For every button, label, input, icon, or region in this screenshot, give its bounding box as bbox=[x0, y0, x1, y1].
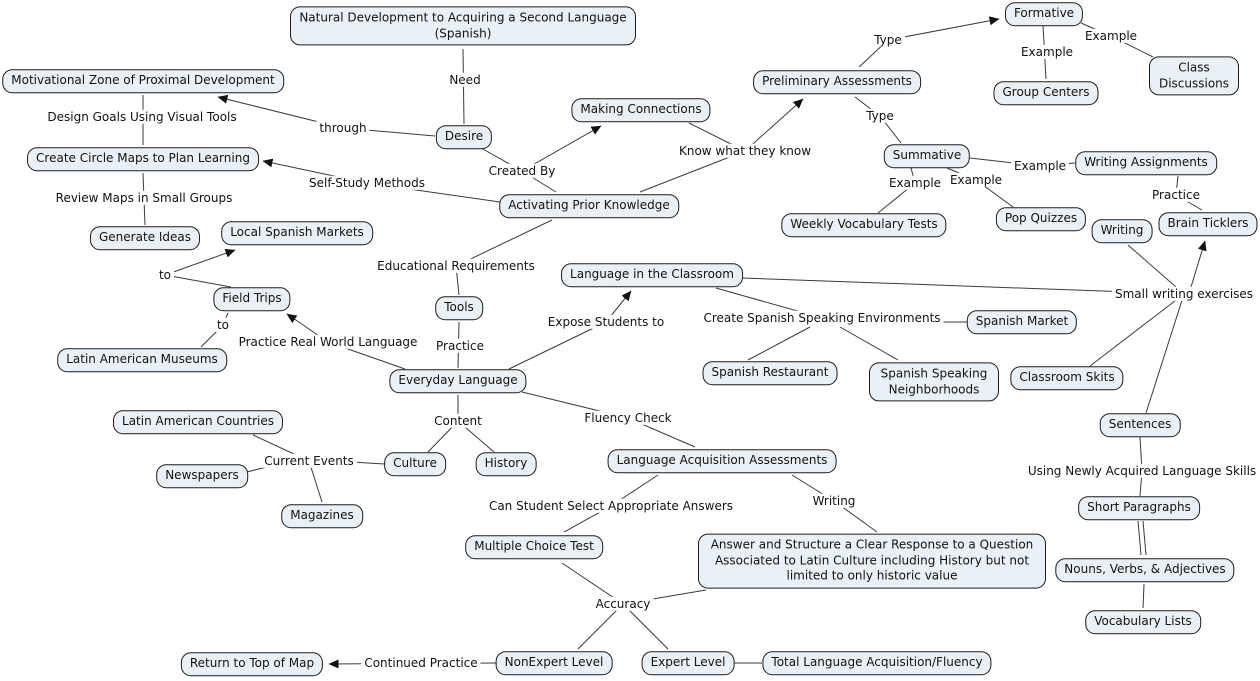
linking-phrase-created-by[interactable]: Created By bbox=[485, 163, 559, 179]
linking-phrase-content[interactable]: Content bbox=[431, 413, 485, 429]
linking-phrase-example-3[interactable]: Example bbox=[885, 175, 945, 191]
node-history[interactable]: History bbox=[475, 452, 537, 476]
node-formative[interactable]: Formative bbox=[1004, 2, 1084, 26]
node-return-to-top[interactable]: Return to Top of Map bbox=[180, 652, 324, 676]
linking-phrase-educational-requirements[interactable]: Educational Requirements bbox=[374, 258, 538, 274]
node-pop-quizzes[interactable]: Pop Quizzes bbox=[995, 207, 1087, 231]
node-spanish-speaking-neighborhoods[interactable]: Spanish Speaking Neighborhoods bbox=[869, 362, 999, 402]
linking-phrase-through[interactable]: through bbox=[316, 120, 370, 136]
node-culture[interactable]: Culture bbox=[384, 452, 446, 476]
node-summative[interactable]: Summative bbox=[883, 144, 971, 168]
node-latin-american-museums[interactable]: Latin American Museums bbox=[57, 348, 227, 372]
node-making-connections[interactable]: Making Connections bbox=[571, 98, 711, 122]
node-weekly-vocabulary-tests[interactable]: Weekly Vocabulary Tests bbox=[781, 213, 947, 237]
node-writing[interactable]: Writing bbox=[1091, 219, 1153, 243]
node-magazines[interactable]: Magazines bbox=[281, 504, 363, 528]
node-group-centers[interactable]: Group Centers bbox=[993, 81, 1099, 105]
node-activating-prior-knowledge[interactable]: Activating Prior Knowledge bbox=[499, 194, 679, 218]
node-field-trips[interactable]: Field Trips bbox=[213, 287, 291, 311]
linking-phrase-self-study[interactable]: Self-Study Methods bbox=[306, 175, 428, 191]
node-spanish-restaurant[interactable]: Spanish Restaurant bbox=[702, 361, 838, 385]
node-total-language-acquisition[interactable]: Total Language Acquisition/Fluency bbox=[762, 651, 992, 675]
node-short-paragraphs[interactable]: Short Paragraphs bbox=[1078, 496, 1200, 520]
linking-phrase-example-2[interactable]: Example bbox=[1081, 28, 1141, 44]
linking-phrase-know-what-they-know[interactable]: Know what they know bbox=[675, 143, 815, 159]
linking-phrase-current-events[interactable]: Current Events bbox=[261, 453, 357, 469]
linking-phrase-practice-real-world[interactable]: Practice Real World Language bbox=[235, 334, 421, 350]
node-natural-development[interactable]: Natural Development to Acquiring a Secon… bbox=[290, 6, 636, 46]
linking-phrase-practice-2[interactable]: Practice bbox=[433, 338, 487, 354]
node-sentences[interactable]: Sentences bbox=[1099, 413, 1181, 437]
linking-phrase-need[interactable]: Need bbox=[446, 72, 484, 88]
linking-phrase-to-2[interactable]: to bbox=[213, 317, 233, 333]
node-everyday-language[interactable]: Everyday Language bbox=[389, 369, 527, 393]
node-classroom-skits[interactable]: Classroom Skits bbox=[1010, 366, 1124, 390]
linking-phrase-continued-practice[interactable]: Continued Practice bbox=[361, 655, 481, 671]
node-preliminary-assessments[interactable]: Preliminary Assessments bbox=[753, 70, 921, 94]
node-local-spanish-markets[interactable]: Local Spanish Markets bbox=[221, 221, 373, 245]
linking-phrase-design-goals[interactable]: Design Goals Using Visual Tools bbox=[44, 109, 240, 125]
linking-phrase-review-maps[interactable]: Review Maps in Small Groups bbox=[52, 190, 236, 206]
node-vocabulary-lists[interactable]: Vocabulary Lists bbox=[1085, 610, 1201, 634]
linking-phrase-expose-students[interactable]: Expose Students to bbox=[544, 314, 668, 330]
linking-phrase-writing[interactable]: Writing bbox=[809, 493, 859, 509]
linking-phrase-can-student-select[interactable]: Can Student Select Appropriate Answers bbox=[485, 498, 737, 514]
linking-phrase-type-2[interactable]: Type bbox=[863, 108, 897, 124]
node-language-in-the-classroom[interactable]: Language in the Classroom bbox=[561, 263, 743, 287]
node-answer-and-structure[interactable]: Answer and Structure a Clear Response to… bbox=[698, 533, 1046, 589]
linking-phrase-example-1[interactable]: Example bbox=[1017, 44, 1077, 60]
node-brain-ticklers[interactable]: Brain Ticklers bbox=[1158, 212, 1258, 236]
linking-phrase-example-5[interactable]: Example bbox=[1010, 158, 1070, 174]
node-language-acquisition-assessments[interactable]: Language Acquisition Assessments bbox=[607, 449, 837, 473]
node-nouns-verbs-adjectives[interactable]: Nouns, Verbs, & Adjectives bbox=[1055, 558, 1235, 582]
linking-phrase-small-writing-exercises[interactable]: Small writing exercises bbox=[1111, 286, 1257, 302]
node-generate-ideas[interactable]: Generate Ideas bbox=[89, 226, 201, 250]
node-spanish-market[interactable]: Spanish Market bbox=[966, 310, 1078, 334]
node-newspapers[interactable]: Newspapers bbox=[156, 464, 248, 488]
linking-phrase-create-spanish-environments[interactable]: Create Spanish Speaking Environments bbox=[700, 310, 944, 326]
linking-phrase-type-1[interactable]: Type bbox=[871, 32, 905, 48]
linking-phrase-using-newly-acquired[interactable]: Using Newly Acquired Language Skills bbox=[1024, 463, 1260, 479]
linking-phrase-to-1[interactable]: to bbox=[155, 267, 175, 283]
node-writing-assignments[interactable]: Writing Assignments bbox=[1075, 151, 1217, 175]
node-create-circle-maps[interactable]: Create Circle Maps to Plan Learning bbox=[27, 147, 259, 171]
node-desire[interactable]: Desire bbox=[435, 125, 493, 149]
linking-phrase-example-4[interactable]: Example bbox=[946, 172, 1006, 188]
node-expert-level[interactable]: Expert Level bbox=[641, 651, 735, 675]
node-latin-american-countries[interactable]: Latin American Countries bbox=[113, 410, 283, 434]
linking-phrase-accuracy[interactable]: Accuracy bbox=[592, 596, 654, 612]
node-multiple-choice-test[interactable]: Multiple Choice Test bbox=[465, 535, 603, 559]
node-class-discussions[interactable]: Class Discussions bbox=[1149, 56, 1239, 96]
node-motivational-zone[interactable]: Motivational Zone of Proximal Developmen… bbox=[2, 69, 284, 93]
node-tools[interactable]: Tools bbox=[435, 296, 483, 320]
node-nonexpert-level[interactable]: NonExpert Level bbox=[495, 651, 613, 675]
linking-phrase-fluency-check[interactable]: Fluency Check bbox=[581, 410, 675, 426]
linking-phrase-practice-1[interactable]: Practice bbox=[1149, 187, 1203, 203]
